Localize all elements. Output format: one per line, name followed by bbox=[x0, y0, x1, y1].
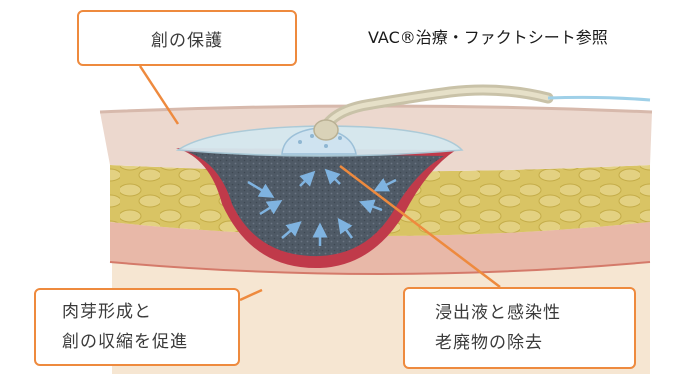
callout-exudate-line1: 浸出液と感染性 bbox=[435, 298, 561, 328]
callout-exudate-line2: 老廃物の除去 bbox=[435, 328, 543, 358]
reference-note: VAC®治療・ファクトシート参照 bbox=[368, 24, 608, 48]
callout-wound-protection: 創の保護 bbox=[77, 10, 297, 66]
callout-granulation-line2: 創の収縮を促進 bbox=[62, 327, 188, 357]
callout-granulation-line1: 肉芽形成と bbox=[62, 297, 152, 327]
callout-granulation: 肉芽形成と 創の収縮を促進 bbox=[34, 288, 240, 366]
callout-wound-protection-text: 創の保護 bbox=[151, 26, 223, 51]
tube-connector bbox=[314, 120, 338, 140]
tube-line-thin bbox=[548, 97, 650, 100]
callout-exudate-removal: 浸出液と感染性 老廃物の除去 bbox=[403, 287, 636, 369]
